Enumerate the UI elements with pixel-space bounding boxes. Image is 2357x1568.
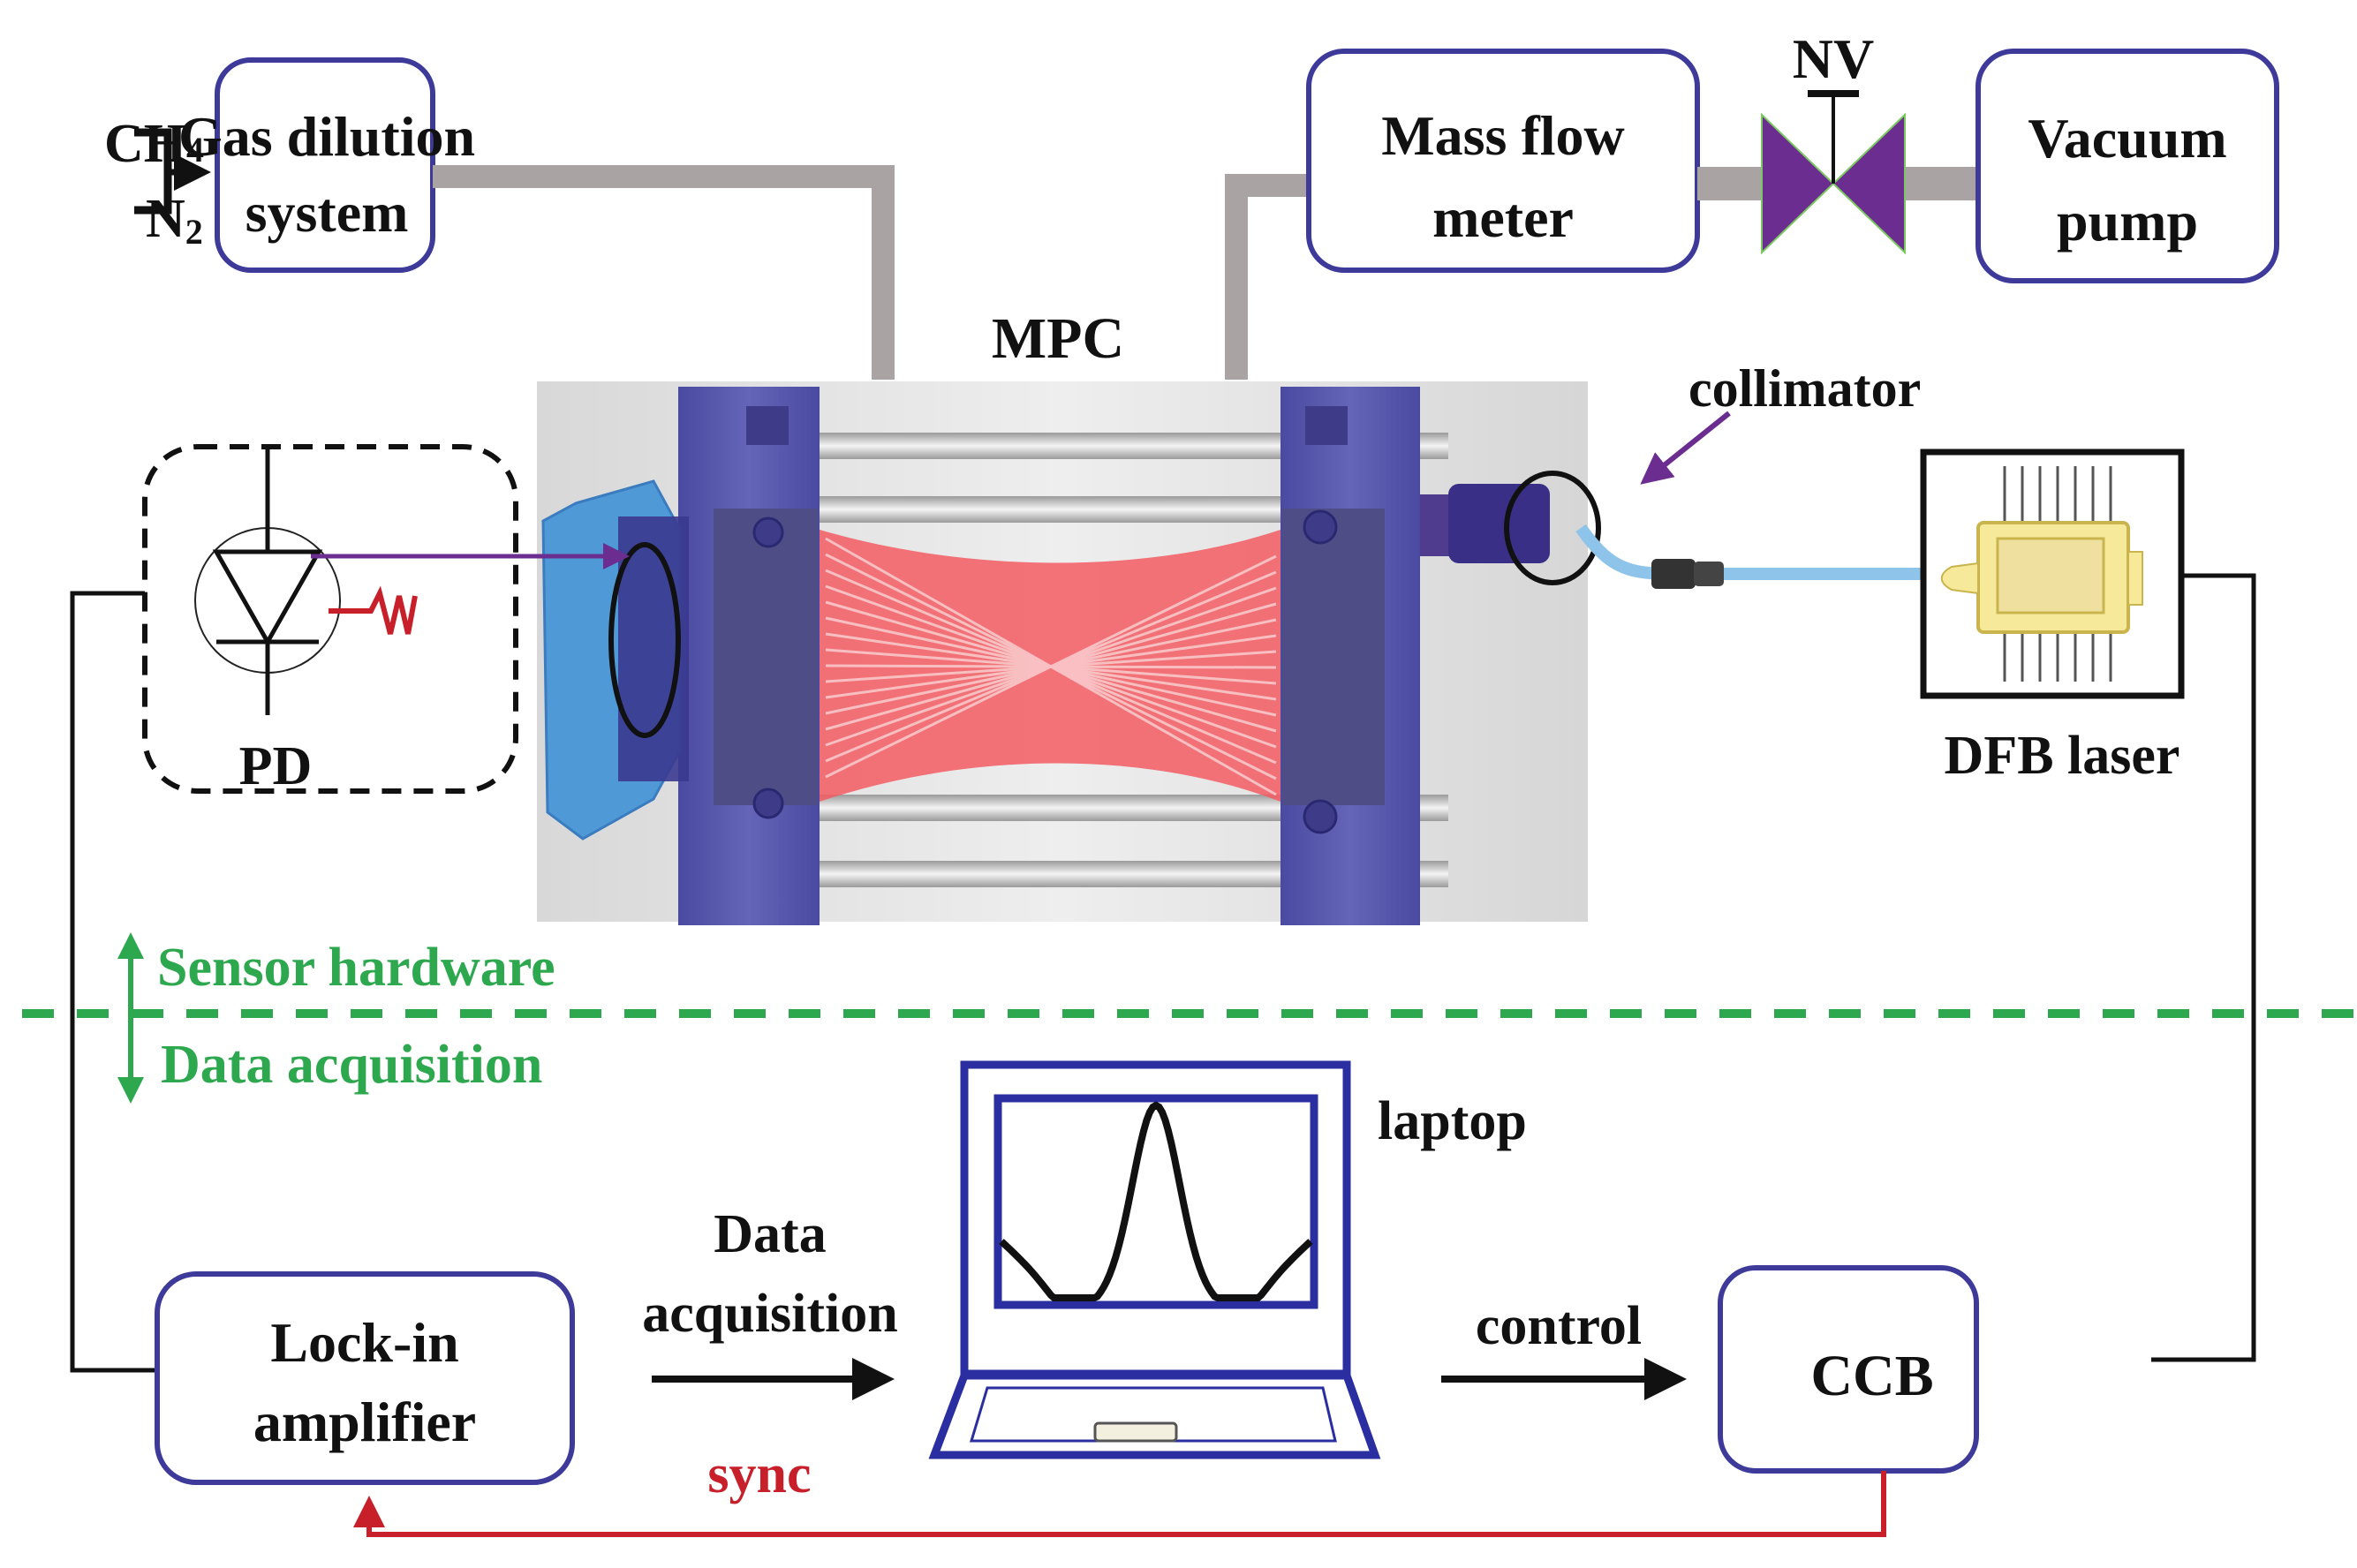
data-acq-arrow-label-1: Data (714, 1204, 826, 1264)
laptop-label: laptop (1378, 1091, 1527, 1151)
fiber-connector (1694, 562, 1724, 586)
lock-in-label-1: Lock-in (270, 1311, 458, 1374)
gas-dilution-label-2: system (246, 181, 409, 244)
mpc-right-mirror (1282, 509, 1385, 805)
pd-to-lockin-wire (70, 591, 155, 1373)
n2-label: N2 (146, 189, 203, 252)
collimator-highlight-ring (1504, 471, 1601, 585)
mpc-left-mirror (714, 509, 818, 805)
detector-highlight-ring (608, 542, 681, 738)
mass-flow-label-2: meter (1432, 186, 1574, 249)
collimator[interactable] (1420, 471, 1601, 585)
pd-label: PD (239, 736, 313, 796)
gas-outlet-pipe (1225, 174, 1309, 380)
gas-dilution-label-1: Gas dilution (178, 105, 475, 168)
laser-to-ccb-wire (2151, 573, 2256, 1362)
sync-label: sync (707, 1444, 811, 1504)
dfb-laser-label: DFB laser (1945, 726, 2180, 786)
sensor-hardware-label: Sensor hardware (157, 938, 555, 998)
mass-flow-label-1: Mass flow (1381, 104, 1625, 167)
data-acquisition-section-label: Data acquisition (161, 1035, 542, 1095)
gas-inputs: CH4 N2 (104, 114, 211, 252)
lock-in-amplifier-box[interactable] (155, 1271, 575, 1485)
control-label: control (1476, 1296, 1642, 1356)
signal-wave-icon (329, 585, 418, 635)
vacuum-pump-box[interactable] (1975, 49, 2279, 283)
fiber-connector (1651, 559, 1696, 589)
mpc-cell (537, 381, 1601, 925)
sync-line (353, 1471, 1886, 1537)
ccb-box[interactable] (1718, 1265, 1979, 1474)
nv-label: NV (1793, 27, 1874, 90)
detector-mount (541, 479, 689, 841)
dfb-laser[interactable] (1920, 449, 2185, 699)
vacuum-pump-label-2: pump (2057, 190, 2198, 253)
collimator-label: collimator (1688, 359, 1921, 418)
collimator-arrow (1640, 411, 1731, 485)
optical-fiber (1575, 524, 1923, 580)
ccb-label: CCB (1810, 1344, 1933, 1408)
data-acq-arrow-label-2: acquisition (642, 1284, 897, 1344)
laser-beam-line (825, 554, 1277, 779)
mass-flow-meter-box[interactable] (1306, 49, 1700, 273)
photodetector[interactable] (142, 444, 518, 794)
mpc-label: MPC (992, 306, 1124, 371)
laser-beam-pattern (820, 530, 1280, 802)
lock-in-label-2: amplifier (253, 1391, 476, 1453)
vacuum-pump-label-1: Vacuum (2028, 107, 2226, 170)
laptop-signal-curve (999, 1101, 1313, 1301)
laser-pins (2003, 466, 2112, 682)
laptop-icon[interactable] (928, 1060, 1381, 1459)
gas-inlet-pipe (433, 165, 895, 380)
needle-valve-icon[interactable] (1761, 90, 1906, 255)
